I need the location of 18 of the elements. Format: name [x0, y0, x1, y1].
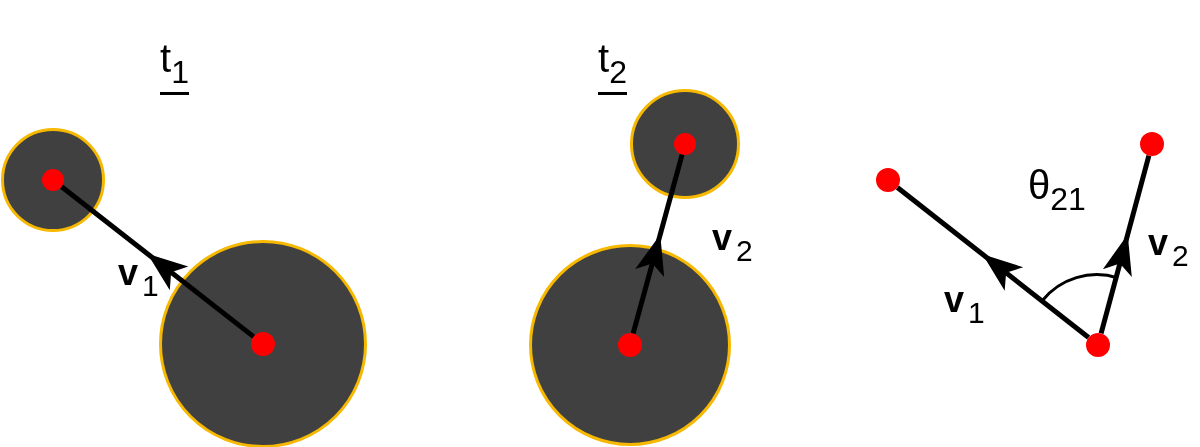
center-point	[618, 333, 642, 357]
vector-label: v$_{2}$	[1148, 225, 1189, 271]
vector-arrow	[60, 184, 256, 339]
vector-arrow	[895, 185, 1091, 340]
center-point	[674, 133, 696, 155]
vector-label: v$_{2}$	[712, 220, 753, 266]
vector-label: v$_{1}$	[118, 255, 159, 301]
time-heading: t$_{2}$	[598, 38, 627, 96]
center-point	[876, 168, 900, 192]
time-heading: t$_{1}$	[160, 38, 189, 96]
center-point	[42, 169, 64, 191]
vector-arrow	[630, 153, 685, 335]
center-point	[1140, 132, 1164, 156]
vector-label: v$_{1}$	[944, 282, 985, 328]
vector-arrow	[1098, 154, 1152, 335]
angle-label: θ$_{21}$	[1028, 165, 1086, 216]
center-point	[251, 332, 275, 356]
center-point	[1086, 333, 1110, 357]
